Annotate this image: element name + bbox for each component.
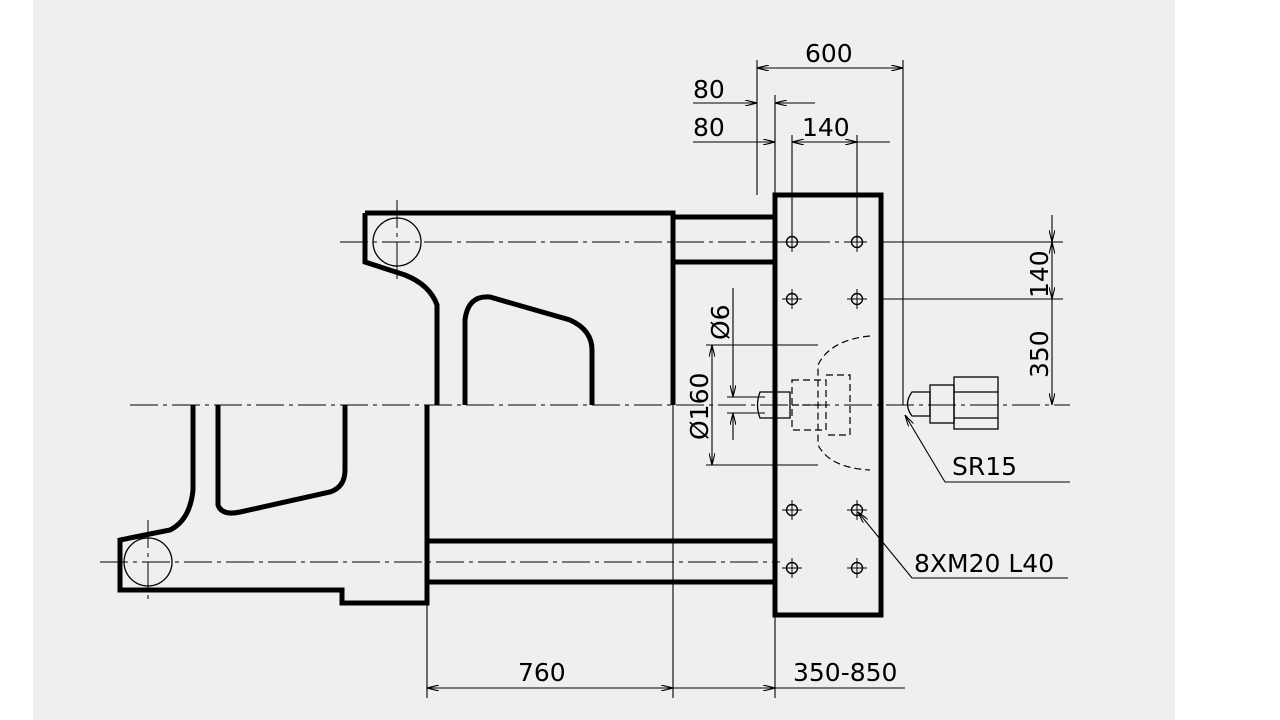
moving-platen [772, 192, 884, 618]
ejector-pin [756, 391, 791, 419]
label-hole-spacing-h: 140 [802, 113, 850, 142]
drawing-panel [33, 0, 1175, 720]
label-hole-diameter: Ø6 [706, 304, 735, 340]
label-offset-b: 80 [693, 113, 725, 142]
tie-bars [427, 214, 778, 585]
label-nozzle-radius: SR15 [952, 452, 1017, 481]
dimension-labels: 600 80 80 140 140 350 Ø6 Ø160 SR15 8XM20… [518, 39, 1054, 687]
label-bolt-holes: 8XM20 L40 [914, 549, 1054, 578]
lower-toggle-link [117, 405, 430, 606]
label-hole-spacing-v: 140 [1025, 250, 1054, 298]
label-hole-to-center: 350 [1025, 330, 1054, 378]
nozzle [906, 376, 999, 430]
upper-toggle-link [362, 210, 676, 405]
label-stroke: 760 [518, 658, 566, 687]
label-top-width: 600 [805, 39, 853, 68]
label-locating-ring: Ø160 [685, 373, 714, 440]
dimension-lines [426, 60, 1070, 698]
label-platen-range: 350-850 [793, 658, 897, 687]
label-offset-a: 80 [693, 75, 725, 104]
